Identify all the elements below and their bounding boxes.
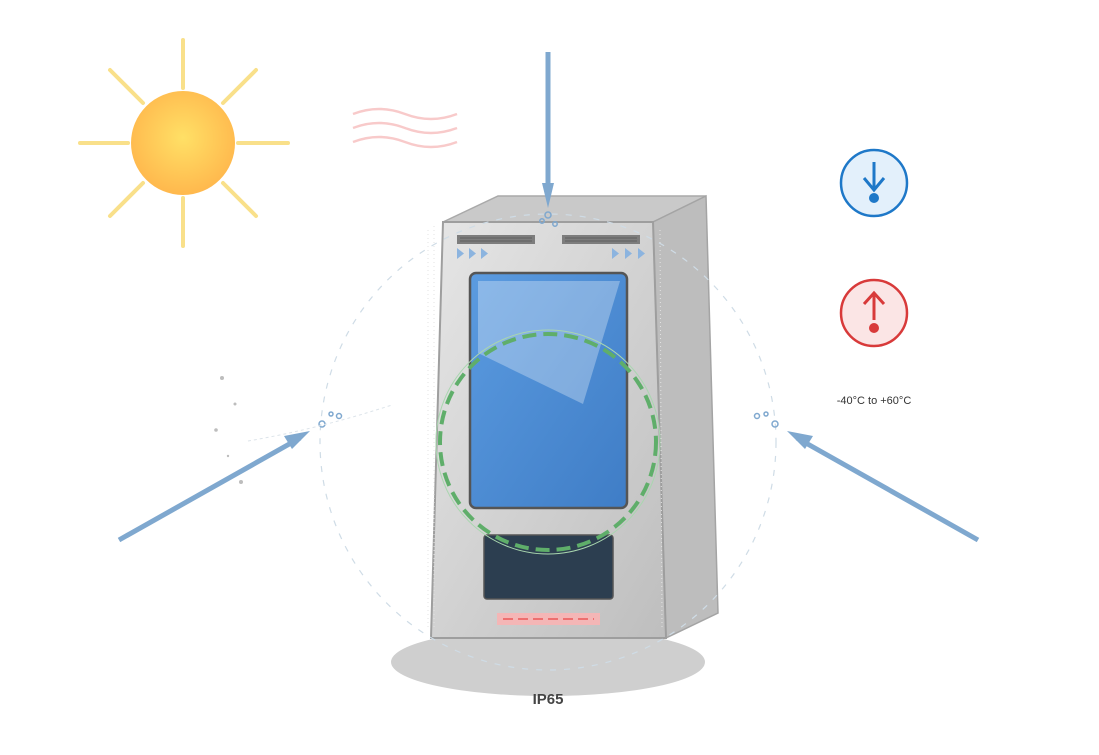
sun-rays [78, 38, 290, 248]
temperature-range-label: -40°C to +60°C [837, 395, 912, 407]
vent-left [457, 235, 535, 244]
ip-rating-label: IP65 [533, 691, 564, 708]
enclosure [319, 194, 777, 671]
rain-arrow-top [539, 52, 558, 227]
seal-ring-outer [435, 329, 661, 555]
keypad-panel [483, 534, 614, 600]
vent-right [562, 235, 640, 244]
sun-disc [131, 91, 235, 195]
sun-icon [78, 38, 290, 248]
screen-glare [478, 281, 620, 404]
hot-thermometer-icon [839, 278, 909, 348]
rain-arrow-left [117, 404, 393, 543]
seal-ring [438, 332, 658, 552]
rain-arrow-right [753, 411, 980, 543]
cold-thermometer-icon [839, 148, 909, 218]
dust-particles [214, 376, 243, 484]
seal-texture [427, 226, 663, 631]
protection-boundary [319, 213, 777, 671]
display-screen [468, 271, 629, 510]
airflow-indicators [457, 248, 645, 259]
ground-shadow [391, 628, 705, 696]
heat-waves-icon [352, 107, 458, 149]
